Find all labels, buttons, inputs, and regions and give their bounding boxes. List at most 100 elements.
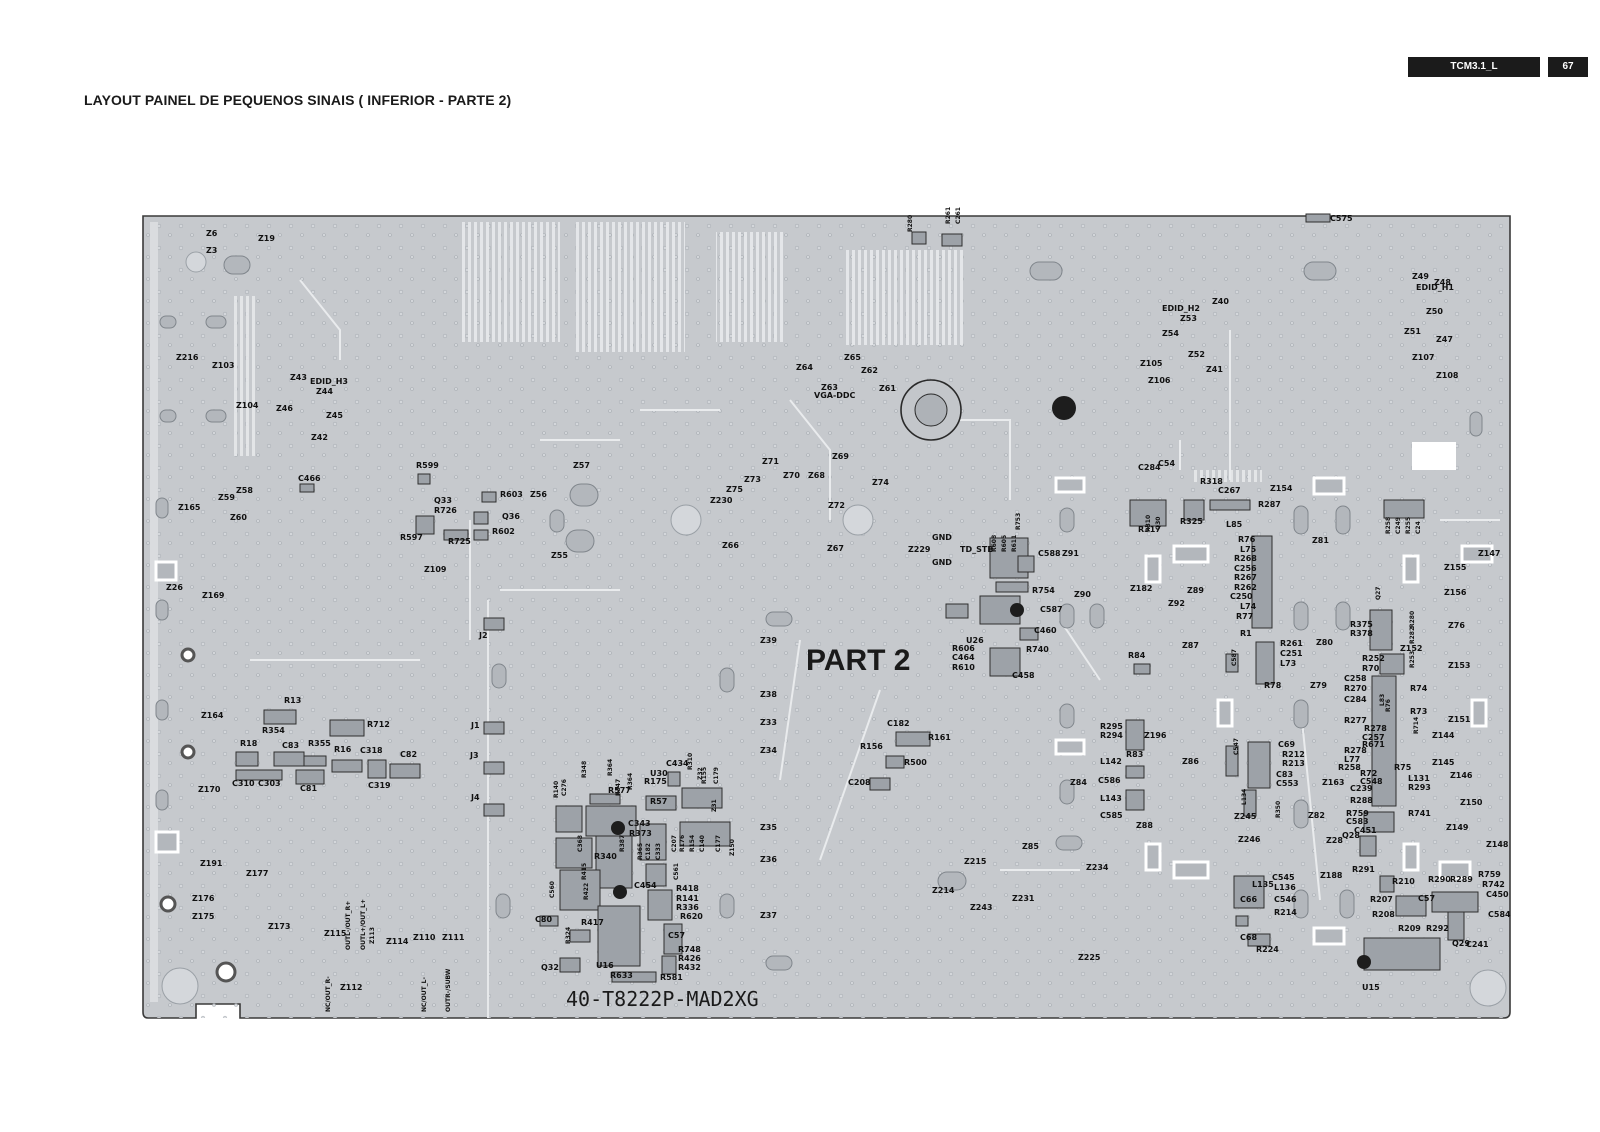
component-label: R759: [1346, 809, 1369, 818]
component-label: Z155: [1444, 563, 1467, 572]
component-label: R364: [627, 773, 634, 790]
component-label: Z64: [796, 363, 813, 372]
component-label: Z144: [1432, 731, 1455, 740]
board-part-number: 40-T8222P-MAD2XG: [566, 987, 759, 1011]
component-label: C546: [1274, 895, 1297, 904]
component-label: R742: [1482, 880, 1505, 889]
component-label: Z54: [1162, 329, 1179, 338]
component-label: Z38: [760, 690, 777, 699]
component-label: C466: [298, 474, 321, 483]
component-label: R84: [1128, 651, 1146, 660]
component-label: R261: [945, 207, 952, 224]
component-label: Z79: [1310, 681, 1327, 690]
component-label: R610: [952, 663, 975, 672]
component-label: R207: [1370, 895, 1393, 904]
component-label: Z150: [1460, 798, 1483, 807]
component-label: R258: [1385, 517, 1392, 534]
component-label: R176: [679, 835, 686, 852]
component-label: Z32: [697, 767, 704, 780]
component-label: R364: [607, 759, 614, 776]
component-label: C587: [1231, 649, 1238, 666]
component-label: C310: [232, 779, 255, 788]
component-label: R712: [367, 720, 390, 729]
component-label: R725: [448, 537, 471, 546]
component-label: R354: [262, 726, 285, 735]
component-label: R602: [492, 527, 515, 536]
component-label: R355: [308, 739, 331, 748]
component-label: R324: [565, 927, 572, 944]
component-label: Z103: [212, 361, 235, 370]
component-label: R347: [615, 779, 622, 796]
component-label: Z110: [413, 933, 436, 942]
component-label: C207: [671, 835, 678, 852]
component-label: C241: [1466, 940, 1489, 949]
component-label: R277: [1344, 716, 1367, 725]
component-label: Z106: [1148, 376, 1171, 385]
component-label: Z50: [1426, 307, 1443, 316]
component-label: C454: [634, 881, 657, 890]
component-label: Z114: [386, 937, 409, 946]
component-label: Q33: [434, 496, 452, 505]
component-label: R210: [1392, 877, 1415, 886]
component-label: Z215: [964, 857, 987, 866]
component-label: Z45: [326, 411, 343, 420]
component-label: Z89: [1187, 586, 1204, 595]
component-label: Z72: [828, 501, 845, 510]
component-label: L135: [1252, 880, 1274, 889]
component-label: Z165: [178, 503, 201, 512]
component-label: Z33: [760, 718, 777, 727]
component-label: R290: [1428, 875, 1451, 884]
component-label: Z56: [530, 490, 547, 499]
component-label: Q32: [541, 963, 559, 972]
component-label: R74: [1410, 684, 1428, 693]
component-label: C460: [1034, 626, 1057, 635]
component-label: C239: [1350, 784, 1373, 793]
component-label: Q29: [1452, 939, 1470, 948]
component-label: R175: [644, 777, 667, 786]
component-label: R753: [1015, 513, 1022, 530]
component-label: C179: [713, 767, 720, 784]
component-label: C177: [715, 835, 722, 852]
component-label: C140: [699, 835, 706, 852]
component-label: C464: [952, 653, 975, 662]
component-label: R83: [1126, 750, 1143, 759]
component-label: Z55: [551, 551, 568, 560]
component-label: R268: [1234, 554, 1257, 563]
component-label: Z196: [1144, 731, 1167, 740]
component-label: Z115: [324, 929, 347, 938]
component-label: R214: [1274, 908, 1297, 917]
component-label: Z53: [1180, 314, 1197, 323]
component-label: Z43: [290, 373, 307, 382]
component-label: Z225: [1078, 953, 1101, 962]
component-label: Z88: [1136, 821, 1153, 830]
component-label: Q28: [1342, 831, 1360, 840]
page-number-badge: 67: [1548, 57, 1588, 77]
component-label: R336: [676, 903, 699, 912]
component-label: C57: [1418, 894, 1435, 903]
component-label: VGA-DDC: [814, 391, 856, 400]
component-label: Z169: [202, 591, 225, 600]
component-label: R295: [1100, 722, 1123, 731]
component-label: R348: [581, 761, 588, 778]
component-label: Z87: [1182, 641, 1199, 650]
component-label: C68: [1240, 933, 1257, 942]
component-label: Z73: [744, 475, 761, 484]
component-label: R417: [581, 918, 604, 927]
component-label: C69: [1278, 740, 1295, 749]
component-label: R224: [1256, 945, 1279, 954]
component-label: R258: [1338, 763, 1361, 772]
component-label: Z69: [832, 452, 849, 461]
component-label: Z26: [166, 583, 183, 592]
component-label: C450: [1486, 890, 1509, 899]
component-label: R350: [1275, 801, 1282, 818]
component-label: Z150: [729, 839, 736, 856]
component-label: R13: [284, 696, 301, 705]
component-label: Z65: [844, 353, 861, 362]
component-label: R577: [608, 786, 631, 795]
component-label: R72: [1360, 769, 1377, 778]
component-label: Z35: [760, 823, 777, 832]
component-label: Z70: [783, 471, 800, 480]
component-label: R378: [1350, 629, 1373, 638]
fiducial-mark: [1052, 396, 1076, 420]
